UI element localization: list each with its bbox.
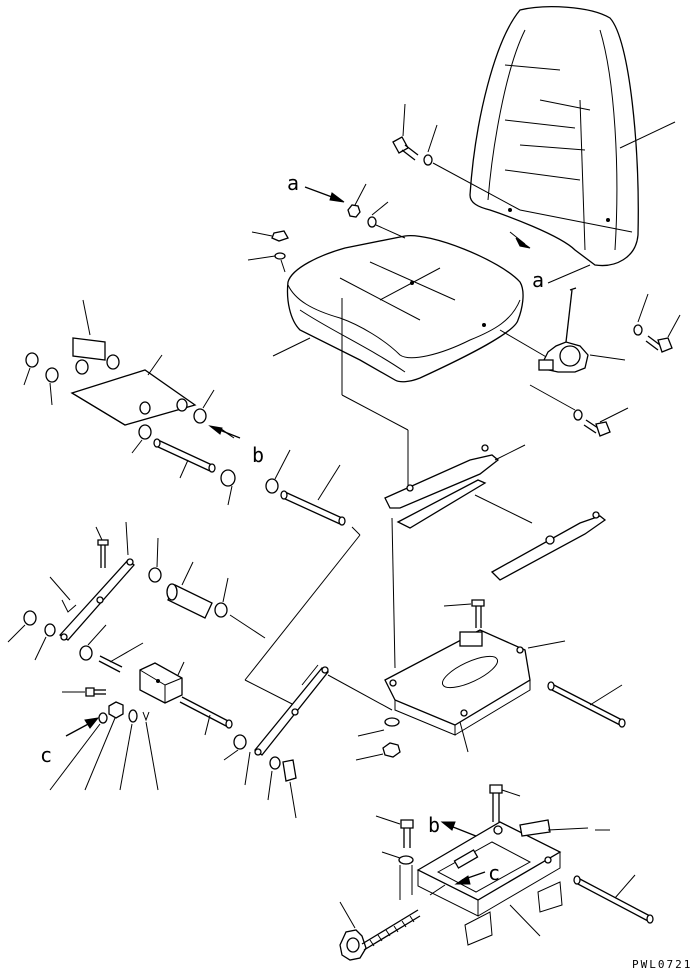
leader-lever <box>589 354 626 361</box>
leader-washer-top <box>427 124 438 153</box>
pin-upper <box>153 438 216 473</box>
bolt-bottom-right <box>489 784 503 822</box>
leader-rail-left <box>494 444 526 461</box>
lever-bolt-2 <box>583 419 611 437</box>
lever-bolt-1 <box>645 335 673 353</box>
leader-plate <box>459 721 469 753</box>
label-c-bottom: c <box>488 861 500 885</box>
plate-bolt <box>471 599 485 628</box>
seat-cushion <box>286 234 524 383</box>
pin-lower-mid <box>179 696 233 729</box>
leader-knob <box>339 901 356 929</box>
pin-lower-short <box>98 655 123 673</box>
link-block <box>139 662 183 704</box>
bushing-lower-2 <box>214 602 228 618</box>
leader-base-clip <box>547 827 589 831</box>
plate-washer <box>384 717 400 727</box>
seat-nut <box>347 204 361 218</box>
lever-washer-1 <box>633 324 643 336</box>
lever-washer-2 <box>573 409 583 421</box>
adjusting-knob <box>339 909 421 961</box>
plate-nut <box>382 742 401 758</box>
washer-bottom-left <box>398 855 414 865</box>
label-c-left: c <box>40 743 52 767</box>
upper-link-bracket <box>70 337 197 426</box>
recline-lever <box>538 287 589 373</box>
label-b-left: b <box>252 443 264 467</box>
lower-link-arm <box>58 539 135 641</box>
lower-washer-2 <box>128 709 138 723</box>
leader-upper-bracket <box>82 299 91 336</box>
drawing-code: PWL0721 <box>632 958 692 971</box>
bushing-upper-right <box>193 408 207 424</box>
link-arm-right <box>254 666 329 756</box>
leader-plate-clip <box>527 640 566 649</box>
slide-rail-right <box>490 511 607 581</box>
seat-slide-base <box>416 819 563 946</box>
roller-lower <box>166 583 213 619</box>
backrest-washer <box>423 154 433 166</box>
cushion-ring <box>274 252 286 260</box>
bushing-mid <box>138 424 152 440</box>
bushing-lower-left <box>23 610 56 637</box>
lower-bolt <box>85 687 106 697</box>
label-a-right: a <box>532 268 544 292</box>
pin-right-upper <box>547 681 626 728</box>
leader-bolt-top <box>402 103 406 137</box>
leader-backrest <box>619 121 676 149</box>
bushing-lower-6 <box>282 759 297 782</box>
leader-cushion <box>272 337 311 357</box>
leader-base <box>509 904 541 937</box>
slide-rail-left <box>384 444 500 529</box>
mounting-plate <box>384 629 531 736</box>
pin-upper-long <box>280 490 346 526</box>
seat-backrest <box>469 6 639 267</box>
leader-rail-right <box>474 494 533 524</box>
bushing-pin-end <box>265 478 279 494</box>
label-b-bottom: b <box>428 813 440 837</box>
bushing-lower-3 <box>79 645 93 661</box>
backrest-bolt <box>392 136 419 161</box>
label-a-top: a <box>287 171 299 195</box>
bolt-bottom-left <box>400 819 414 848</box>
leader-nut <box>354 183 367 206</box>
bushing-center <box>220 469 236 487</box>
pin-bottom <box>573 875 654 924</box>
lower-washer-1 <box>98 712 108 724</box>
cushion-nut <box>271 230 289 242</box>
bushing-lower-4 <box>233 734 247 750</box>
cotter-pin <box>142 711 150 722</box>
bushing-lower-1 <box>148 567 162 583</box>
leader-washer <box>371 201 389 216</box>
bushing-upper-left <box>25 352 59 383</box>
lower-nut <box>108 701 124 719</box>
bushing-lower-5 <box>269 756 281 770</box>
seat-washer <box>367 216 377 228</box>
